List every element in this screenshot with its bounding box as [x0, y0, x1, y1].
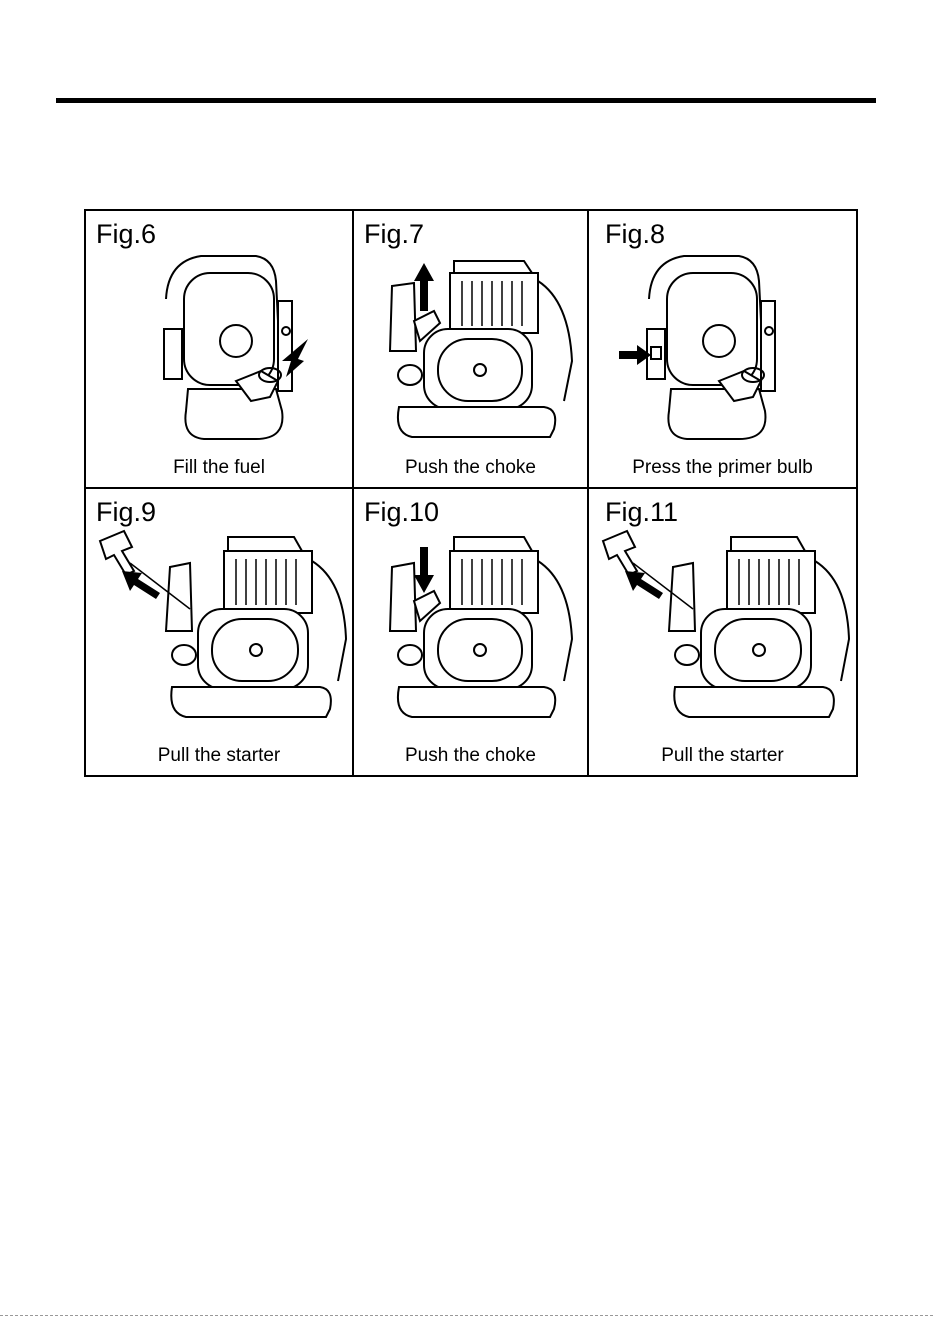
figure-caption: Fill the fuel: [86, 457, 352, 479]
engine-front-view-illustration: [354, 489, 589, 775]
engine-front-view-illustration: [86, 489, 354, 775]
engine-side-view-illustration: [86, 211, 354, 489]
arrow-starter-icon: [122, 571, 160, 599]
figure-caption: Press the primer bulb: [589, 457, 856, 479]
arrow-choke-down-icon: [414, 547, 434, 593]
arrow-fuel-cap-icon: [282, 339, 308, 377]
figure-panel-fig7: Fig.7: [354, 211, 589, 489]
figure-grid: Fig.6 Fill the fuel Fig.7: [84, 209, 858, 777]
engine-side-view-illustration: [589, 211, 856, 489]
header-rule: [56, 98, 876, 103]
engine-front-view-illustration: [354, 211, 589, 489]
figure-caption: Push the choke: [354, 457, 587, 479]
engine-front-view-illustration: [589, 489, 856, 775]
figure-panel-fig11: Fig.11: [589, 489, 856, 775]
arrow-choke-up-icon: [414, 263, 434, 311]
figure-panel-fig6: Fig.6 Fill the fuel: [86, 211, 354, 489]
figure-panel-fig8: Fig.8 Press the primer bulb: [589, 211, 856, 489]
arrow-starter-icon: [625, 571, 663, 599]
figure-caption: Push the choke: [354, 745, 587, 767]
page-bottom-edge: [0, 1315, 933, 1316]
figure-caption: Pull the starter: [86, 745, 352, 767]
figure-caption: Pull the starter: [589, 745, 856, 767]
figure-panel-fig10: Fig.10: [354, 489, 589, 775]
figure-panel-fig9: Fig.9: [86, 489, 354, 775]
